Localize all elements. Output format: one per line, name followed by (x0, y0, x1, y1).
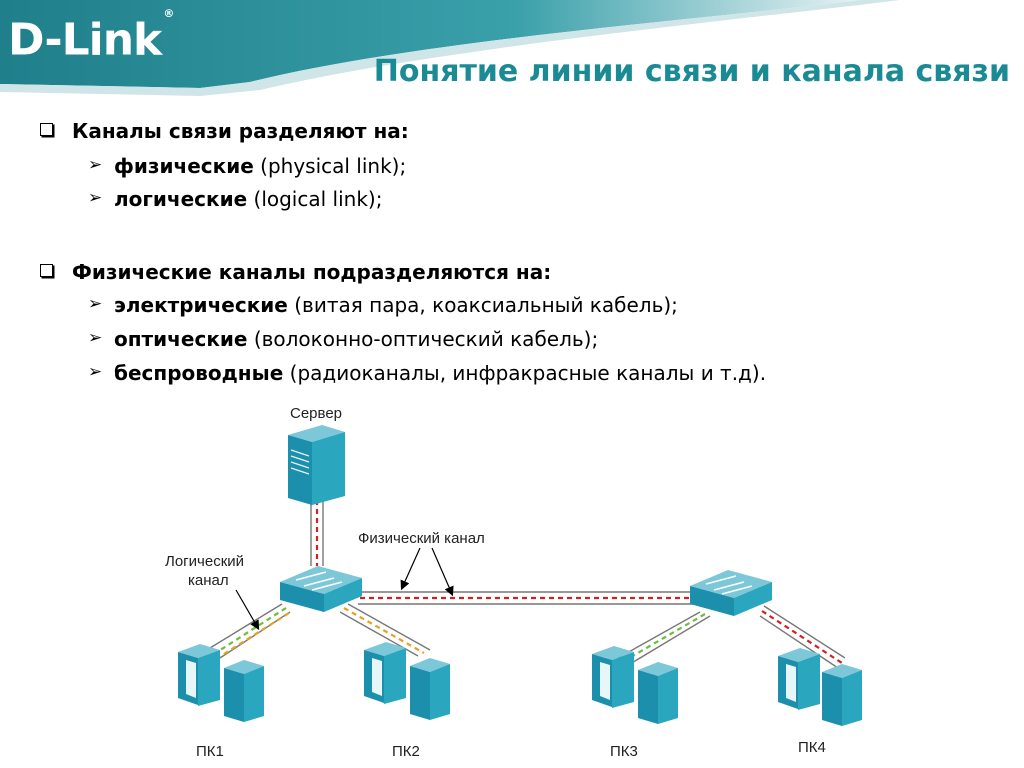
list-item: физические (physical link); (114, 154, 407, 178)
section-heading: Физические каналы подразделяются на: (72, 260, 552, 284)
pc-icon (592, 646, 678, 724)
arrow-bullet-icon: ➢ (88, 294, 103, 314)
pc-label: ПК4 (798, 739, 826, 756)
pc-label: ПК1 (196, 743, 224, 760)
list-item: электрические (витая пара, коаксиальный … (114, 293, 678, 317)
header-band (0, 0, 900, 96)
pc-icon (364, 642, 450, 720)
square-bullet-icon (40, 264, 53, 277)
list-item: беспроводные (радиоканалы, инфракрасные … (114, 361, 767, 385)
pc-icon (178, 644, 264, 722)
pc-icon (778, 648, 862, 726)
server-label: Сервер (290, 405, 342, 422)
square-bullet-icon (40, 123, 53, 136)
logical-channel-label: канал (188, 572, 229, 589)
arrow-bullet-icon: ➢ (88, 188, 103, 208)
list-item: логические (logical link); (114, 187, 383, 211)
arrow-bullet-icon: ➢ (88, 155, 103, 175)
list-item: оптические (волоконно-оптический кабель)… (114, 327, 599, 351)
server-icon (288, 425, 345, 505)
pc-label: ПК2 (392, 743, 420, 760)
switch-icon (690, 570, 772, 616)
d-link-logo: D-Link® (8, 7, 174, 66)
network-diagram: Сервер Физический канал Логический канал… (165, 405, 862, 760)
page-title: Понятие линии связи и канала связи (373, 54, 1010, 89)
physical-links (209, 500, 846, 669)
arrow-bullet-icon: ➢ (88, 362, 103, 382)
arrow-bullet-icon: ➢ (88, 328, 103, 348)
logical-channel-label: Логический (165, 553, 244, 570)
switch-icon (280, 566, 362, 612)
section-heading: Каналы связи разделяют на: (72, 119, 409, 143)
logical-links (213, 500, 843, 664)
pc-label: ПК3 (610, 743, 638, 760)
physical-channel-label: Физический канал (358, 530, 485, 547)
